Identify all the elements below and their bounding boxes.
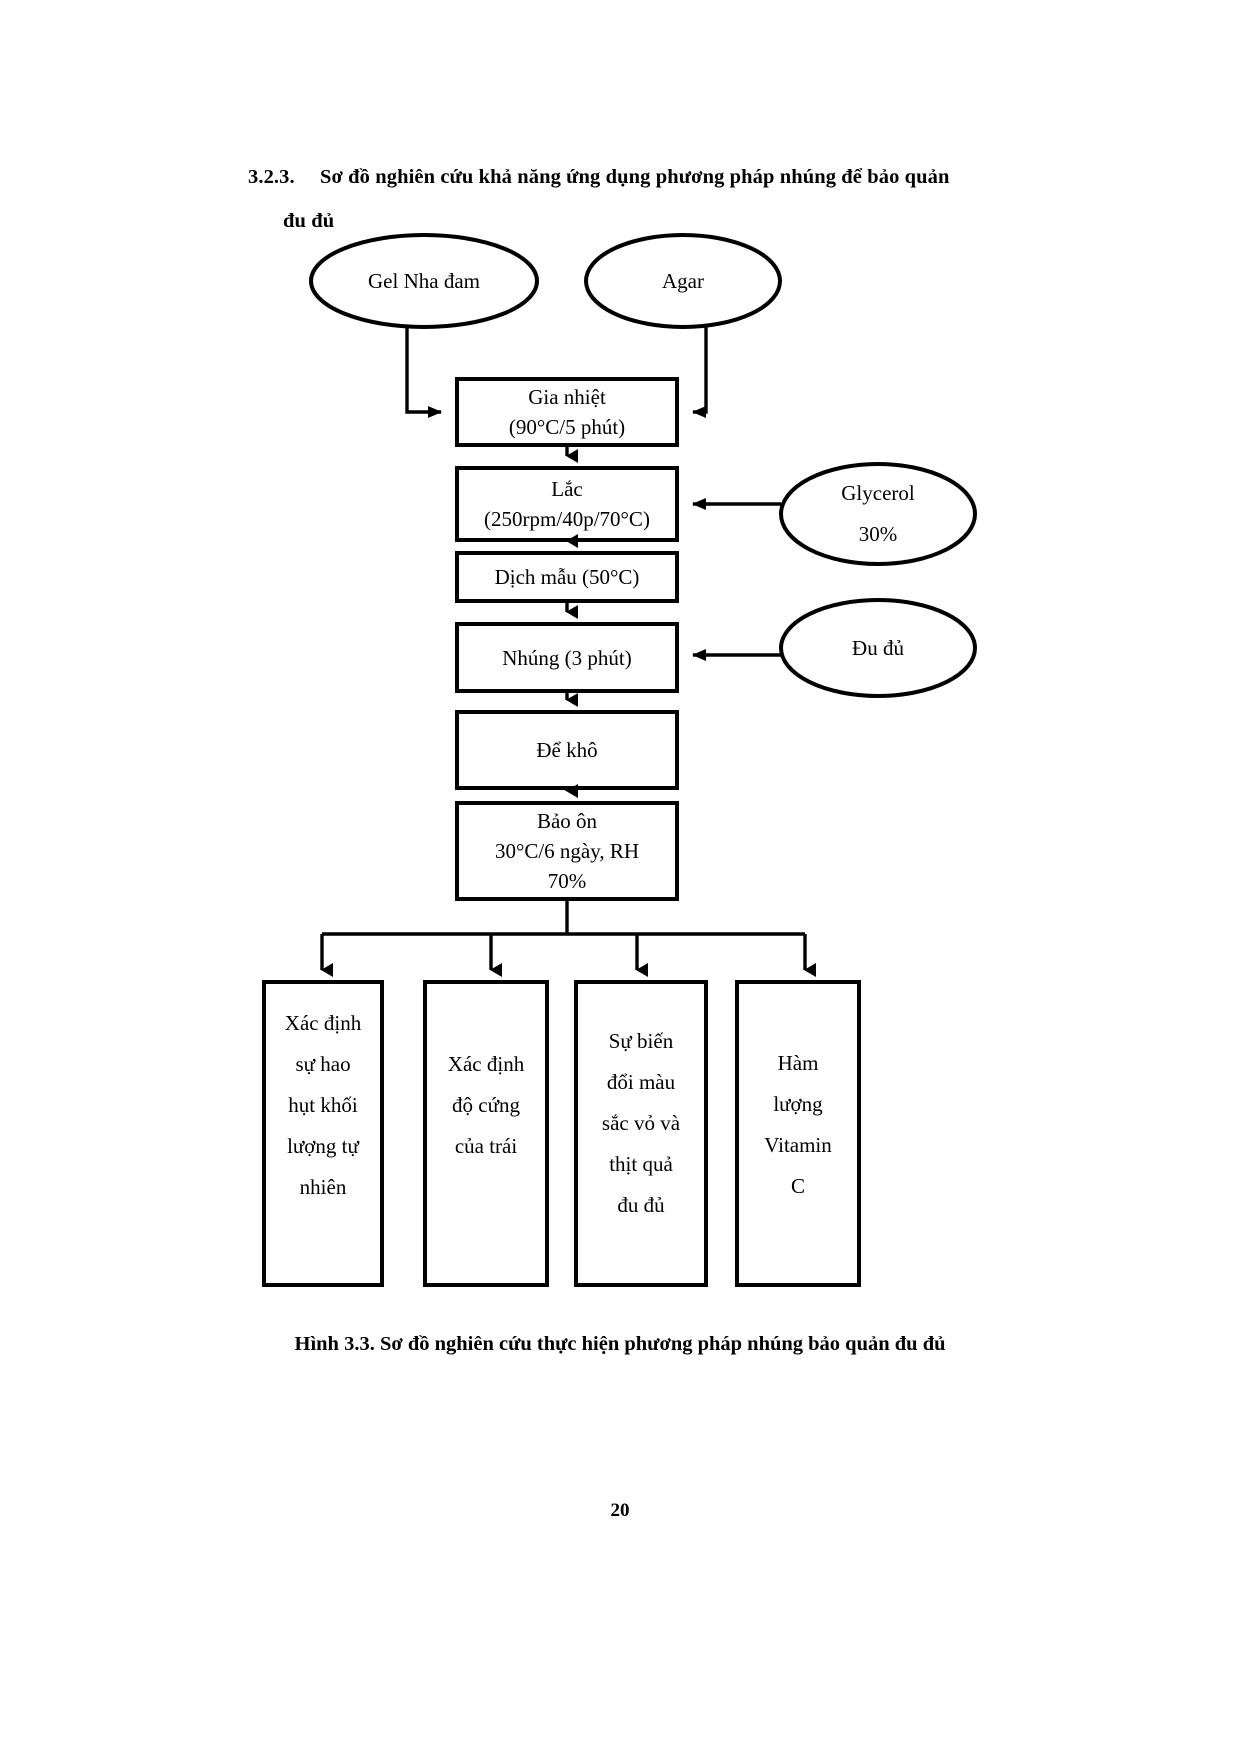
- label-vitamin-c: Hàm lượng Vitamin C: [764, 1051, 832, 1198]
- label-nhung: Nhúng (3 phút): [502, 645, 632, 670]
- figure-caption: Hình 3.3. Sơ đồ nghiên cứu thực hiện phư…: [294, 1333, 946, 1355]
- label-dich-mau: Dịch mẫu (50°C): [494, 565, 640, 589]
- label-bien-doi-mau-sac: Sự biến đổi màu sắc vỏ và thịt quả đu đủ: [601, 1028, 681, 1217]
- label-agar: Agar: [662, 269, 704, 293]
- page-number: 20: [610, 1500, 630, 1521]
- section-title-line1: Sơ đồ nghiên cứu khả năng ứng dụng phươn…: [320, 166, 950, 188]
- section-title-line2: đu đủ: [283, 210, 335, 232]
- label-gia-nhiet: Gia nhiệt (90°C/5 phút): [508, 385, 626, 439]
- label-gel-nha-dam: Gel Nha đam: [368, 269, 480, 293]
- connector-gel-to-gia-nhiet: [405, 327, 442, 418]
- label-bao-on: Bảo ôn 30°C/6 ngày, RH 70%: [494, 809, 640, 893]
- connector-agar-to-gia-nhiet: [692, 327, 708, 418]
- label-lac: Lắc (250rpm/40p/70°C): [484, 477, 650, 531]
- label-de-kho: Để khô: [536, 738, 598, 762]
- label-hao-hut-khoi-luong: Xác định sự hao hụt khối lượng tự nhiên: [284, 1010, 362, 1199]
- section-heading: 3.2.3. Sơ đồ nghiên cứu khả năng ứng dụng…: [248, 155, 1038, 243]
- label-glycerol: Glycerol 30%: [841, 481, 915, 546]
- label-do-cung: Xác định độ cứng của trái: [447, 1051, 525, 1158]
- label-du-du: Đu đủ: [852, 636, 904, 660]
- section-number: 3.2.3.: [248, 166, 295, 188]
